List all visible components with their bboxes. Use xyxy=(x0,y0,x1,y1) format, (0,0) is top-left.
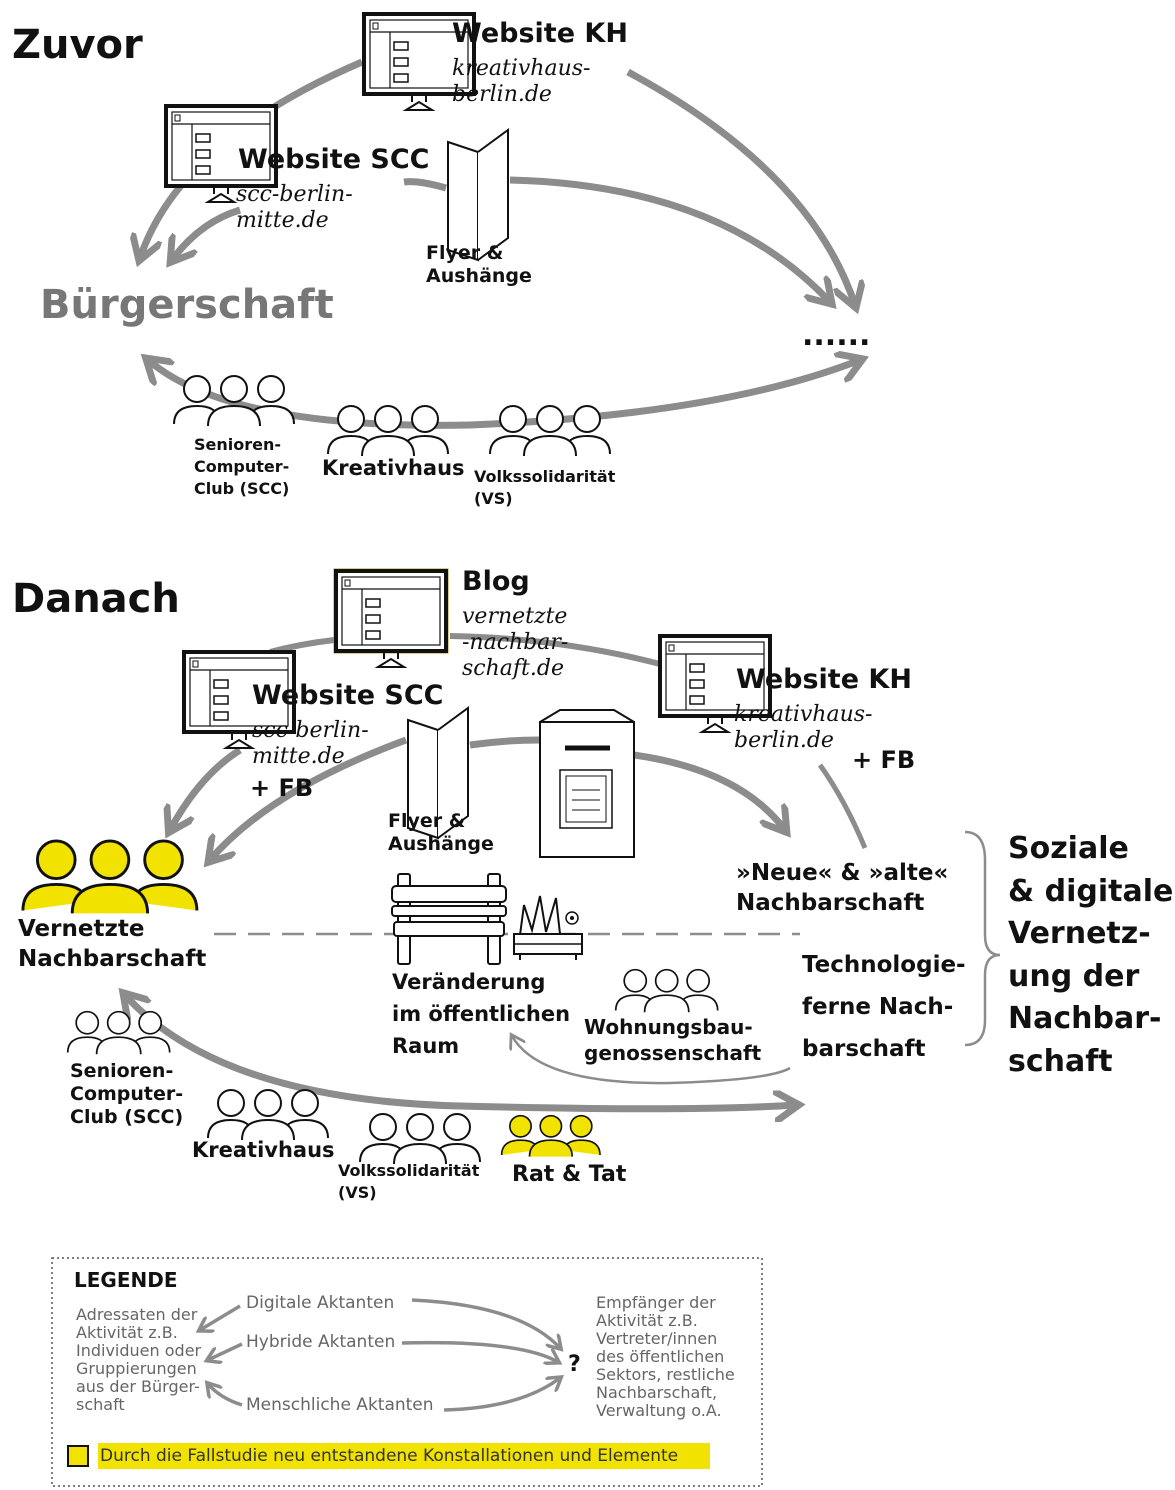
planter-icon xyxy=(513,895,583,960)
people-icon-vernetzte xyxy=(21,839,199,915)
people-icon-vs-zuvor xyxy=(489,405,611,457)
zuvor-scc-url: scc-berlin- mitte.de xyxy=(236,182,353,233)
arrow-zuvor-human xyxy=(148,360,860,429)
arrow-zuvor-flyer-right xyxy=(509,176,830,302)
danach-group-ratundtat: Rat & Tat xyxy=(512,1162,627,1187)
danach-scc-url: scc-berlin- mitte.de xyxy=(252,718,369,769)
zuvor-kh-url: kreativhaus- berlin.de xyxy=(452,56,591,107)
legend-hybrid: Hybride Aktanten xyxy=(246,1332,396,1352)
legend-arrow-hybrid-r xyxy=(401,1340,558,1362)
legend-human: Menschliche Aktanten xyxy=(246,1395,434,1415)
zuvor-group-scc: Senioren- Computer- Club (SCC) xyxy=(194,435,290,498)
danach-kh-fb: + FB xyxy=(852,746,916,774)
people-icon-vs-danach xyxy=(359,1113,481,1165)
legend-box xyxy=(51,1257,763,1487)
people-icon-kh-zuvor xyxy=(327,405,449,457)
neue-alte-label: »Neue« & »alte« Nachbarschaft xyxy=(736,860,949,916)
vernetzte-label: Vernetzte Nachbarschaft xyxy=(18,916,207,972)
people-icon-ratundtat xyxy=(500,1114,601,1158)
monitor-icon-blog xyxy=(333,568,449,669)
heading-zuvor: Zuvor xyxy=(12,22,143,68)
zuvor-scc-title: Website SCC xyxy=(238,144,430,175)
legend-arrow-human xyxy=(208,1384,243,1407)
flyer-icon-zuvor xyxy=(447,129,509,261)
veraenderung-label: Veränderung im öffentlichen Raum xyxy=(392,970,571,1058)
danach-scc-title: Website SCC xyxy=(252,680,444,711)
arrow-danach-scc xyxy=(170,747,242,830)
ellipsis-label: ...... xyxy=(802,318,871,353)
legend-new-note: Durch die Fallstudie neu entstandene Kon… xyxy=(100,1446,679,1466)
wohnungsbau-label: Wohnungsbau- genossenschaft xyxy=(584,1015,762,1065)
arrow-zuvor-scc xyxy=(172,206,242,260)
people-icon-wohnungsbau xyxy=(614,968,719,1014)
zuvor-kh-title: Website KH xyxy=(452,18,628,49)
danach-flyer-label: Flyer & Aushänge xyxy=(388,810,494,855)
danach-scc-fb: + FB xyxy=(250,774,314,802)
bracket xyxy=(964,830,1001,1047)
zuvor-flyer-label: Flyer & Aushänge xyxy=(426,242,532,287)
danach-group-vs: Volkssolidarität (VS) xyxy=(338,1161,480,1202)
postbox-icon xyxy=(539,709,635,858)
legend-note-highlight xyxy=(98,1443,710,1469)
legend-left-text: Adressaten der Aktivität z.B. Individuen… xyxy=(76,1305,202,1414)
arrow-zuvor-flyer-left xyxy=(403,178,447,192)
legend-arrow-hybrid xyxy=(208,1342,243,1360)
heading-danach: Danach xyxy=(12,576,180,622)
arrow-danach-wohnungsbau xyxy=(512,1036,791,1085)
danach-blog-title: Blog xyxy=(462,566,530,597)
legend-right-text: Empfänger der Aktivität z.B. Vertreter/i… xyxy=(596,1293,735,1420)
technologie-label: Technologie- ferne Nach- barschaft xyxy=(802,952,966,1062)
arrow-danach-flyer-left xyxy=(210,736,408,860)
people-icon-scc-danach xyxy=(66,1010,171,1056)
soziale-vernetzung-label: Soziale & digitale Vernetz- ung der Nach… xyxy=(1008,831,1174,1079)
danach-kh-title: Website KH xyxy=(736,664,912,695)
legend-digital: Digitale Aktanten xyxy=(246,1293,395,1313)
danach-group-kh: Kreativhaus xyxy=(192,1138,335,1162)
arrow-danach-kh xyxy=(817,763,868,849)
arrow-danach-box-right xyxy=(633,751,785,830)
people-icon-kh-danach xyxy=(207,1089,329,1141)
legend-arrow-digital-r xyxy=(411,1298,560,1348)
legend-arrow-digital xyxy=(200,1304,241,1330)
zuvor-group-kh: Kreativhaus xyxy=(322,456,465,480)
arrow-danach-human xyxy=(125,995,796,1109)
danach-blog-url: vernetzte -nachbar- schaft.de xyxy=(462,604,569,681)
zuvor-group-vs: Volkssolidarität (VS) xyxy=(474,467,616,508)
legend-title: LEGENDE xyxy=(74,1268,178,1292)
arrow-danach-blog-right xyxy=(449,633,661,667)
danach-group-scc: Senioren- Computer- Club (SCC) xyxy=(70,1060,184,1128)
danach-kh-url: kreativhaus- berlin.de xyxy=(734,702,873,753)
legend-arrow-human-r xyxy=(443,1378,560,1412)
people-icon-scc-zuvor xyxy=(173,375,295,427)
bench-icon xyxy=(391,873,507,965)
arrow-zuvor-outer-right xyxy=(626,68,855,305)
buergerschaft-label: Bürgerschaft xyxy=(40,282,334,328)
legend-yellow-swatch xyxy=(67,1445,89,1467)
arrow-danach-flyer-mid xyxy=(469,736,541,749)
legend-question: ? xyxy=(568,1352,581,1377)
